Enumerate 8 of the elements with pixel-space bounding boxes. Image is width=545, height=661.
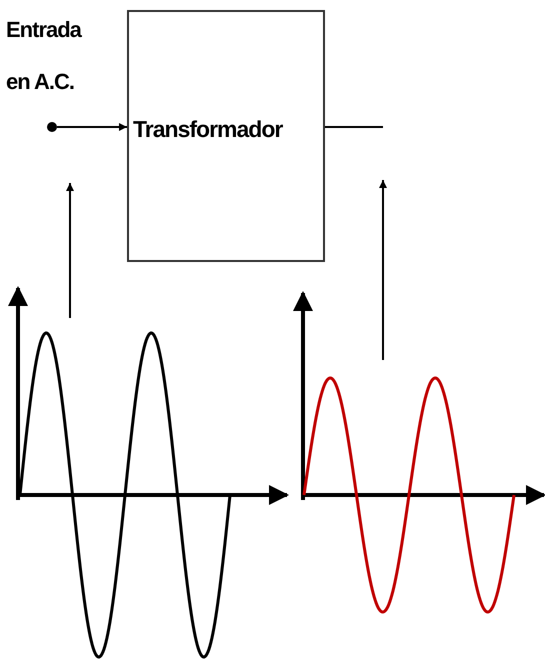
process-box — [127, 10, 325, 262]
box-label: Transformador — [133, 116, 282, 143]
line — [325, 126, 383, 128]
arrow — [379, 180, 387, 360]
terminal-dot — [47, 122, 57, 132]
arrow — [66, 183, 74, 318]
input-label: Entrada en A.C. — [6, 16, 83, 96]
arrow — [57, 123, 127, 131]
